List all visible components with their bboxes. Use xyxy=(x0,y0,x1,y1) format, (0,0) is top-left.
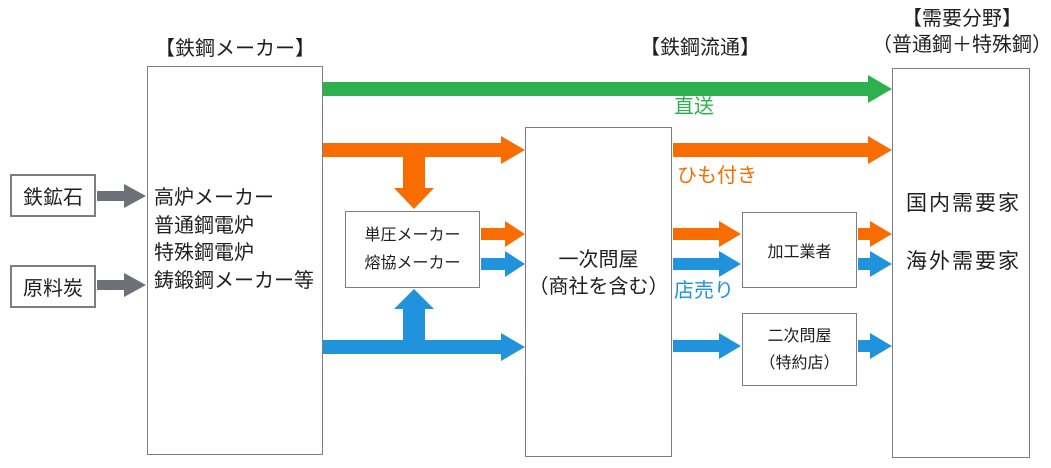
tied-flow-label: ひも付き xyxy=(677,165,757,187)
arrow-tied-singleroll-to-primary xyxy=(481,221,525,247)
arrow-ironore-to-makers xyxy=(97,184,146,208)
node-processors: 加工業者 xyxy=(742,212,857,288)
arrow-tied-primary-to-demand xyxy=(673,136,892,164)
single-roll-line-1: 単圧メーカー xyxy=(364,227,461,244)
node-secondary-wholesaler: 二次問屋 （特約店） xyxy=(742,313,857,386)
node-demand: 国内需要家 海外需要家 xyxy=(892,68,1030,458)
arrow-tied-branch-to-singleroll xyxy=(394,148,434,209)
header-demand-line2: （普通鋼＋特殊鋼） xyxy=(872,34,1051,56)
demand-domestic-label: 国内需要家 xyxy=(906,192,1021,215)
node-single-roll-makers: 単圧メーカー 熔協メーカー xyxy=(345,211,480,288)
coking-coal-label: 原料炭 xyxy=(23,278,83,300)
header-steel-distribution: 【鉄鋼流通】 xyxy=(640,37,760,59)
iron-ore-label: 鉄鉱石 xyxy=(23,187,83,209)
arrow-store-branch-to-singleroll xyxy=(394,289,434,350)
header-steel-makers: 【鉄鋼メーカー】 xyxy=(155,38,315,60)
steel-makers-line-2: 普通鋼電炉 xyxy=(154,214,254,237)
node-steel-makers: 高炉メーカー 普通鋼電炉 特殊鋼電炉 鋳鍛鋼メーカー等 xyxy=(147,66,323,455)
node-iron-ore: 鉄鉱石 xyxy=(10,174,96,217)
arrow-store-singleroll-to-primary xyxy=(481,251,525,277)
header-demand-fields: 【需要分野】 （普通鋼＋特殊鋼） xyxy=(870,6,1051,58)
arrow-tied-primary-to-processors xyxy=(673,221,741,247)
arrow-tied-processors-to-demand xyxy=(858,221,892,247)
arrow-store-secondary-to-demand xyxy=(858,333,892,359)
single-roll-line-2: 熔協メーカー xyxy=(364,254,461,272)
node-coking-coal: 原料炭 xyxy=(10,265,96,308)
node-primary-wholesaler: 一次問屋 （商社を含む） xyxy=(525,127,672,457)
primary-wholesaler-line-1: 一次問屋 xyxy=(558,249,639,271)
arrow-store-primary-to-processors xyxy=(673,251,741,277)
demand-overseas-label: 海外需要家 xyxy=(906,250,1021,273)
arrow-direct-makers-to-demand xyxy=(323,75,892,103)
arrow-store-primary-to-secondary xyxy=(673,333,741,359)
direct-flow-label: 直送 xyxy=(674,96,714,118)
secondary-wholesaler-line-1: 二次問屋 xyxy=(767,327,832,345)
processors-label: 加工業者 xyxy=(767,244,832,261)
header-demand-line1: 【需要分野】 xyxy=(902,8,1022,30)
store-flow-label: 店売り xyxy=(674,280,734,302)
arrow-store-processors-to-demand xyxy=(858,251,892,277)
steel-makers-line-1: 高炉メーカー xyxy=(154,187,274,209)
primary-wholesaler-line-2: （商社を含む） xyxy=(528,276,669,298)
arrow-coal-to-makers xyxy=(97,273,146,297)
primary-wholesaler-text: 一次問屋 （商社を含む） xyxy=(526,247,671,301)
steel-makers-line-4: 鋳鍛鋼メーカー等 xyxy=(154,269,314,292)
steel-makers-line-3: 特殊鋼電炉 xyxy=(154,242,254,264)
secondary-wholesaler-line-2: （特約店） xyxy=(759,354,840,372)
steel-makers-text: 高炉メーカー 普通鋼電炉 特殊鋼電炉 鋳鍛鋼メーカー等 xyxy=(154,185,314,295)
